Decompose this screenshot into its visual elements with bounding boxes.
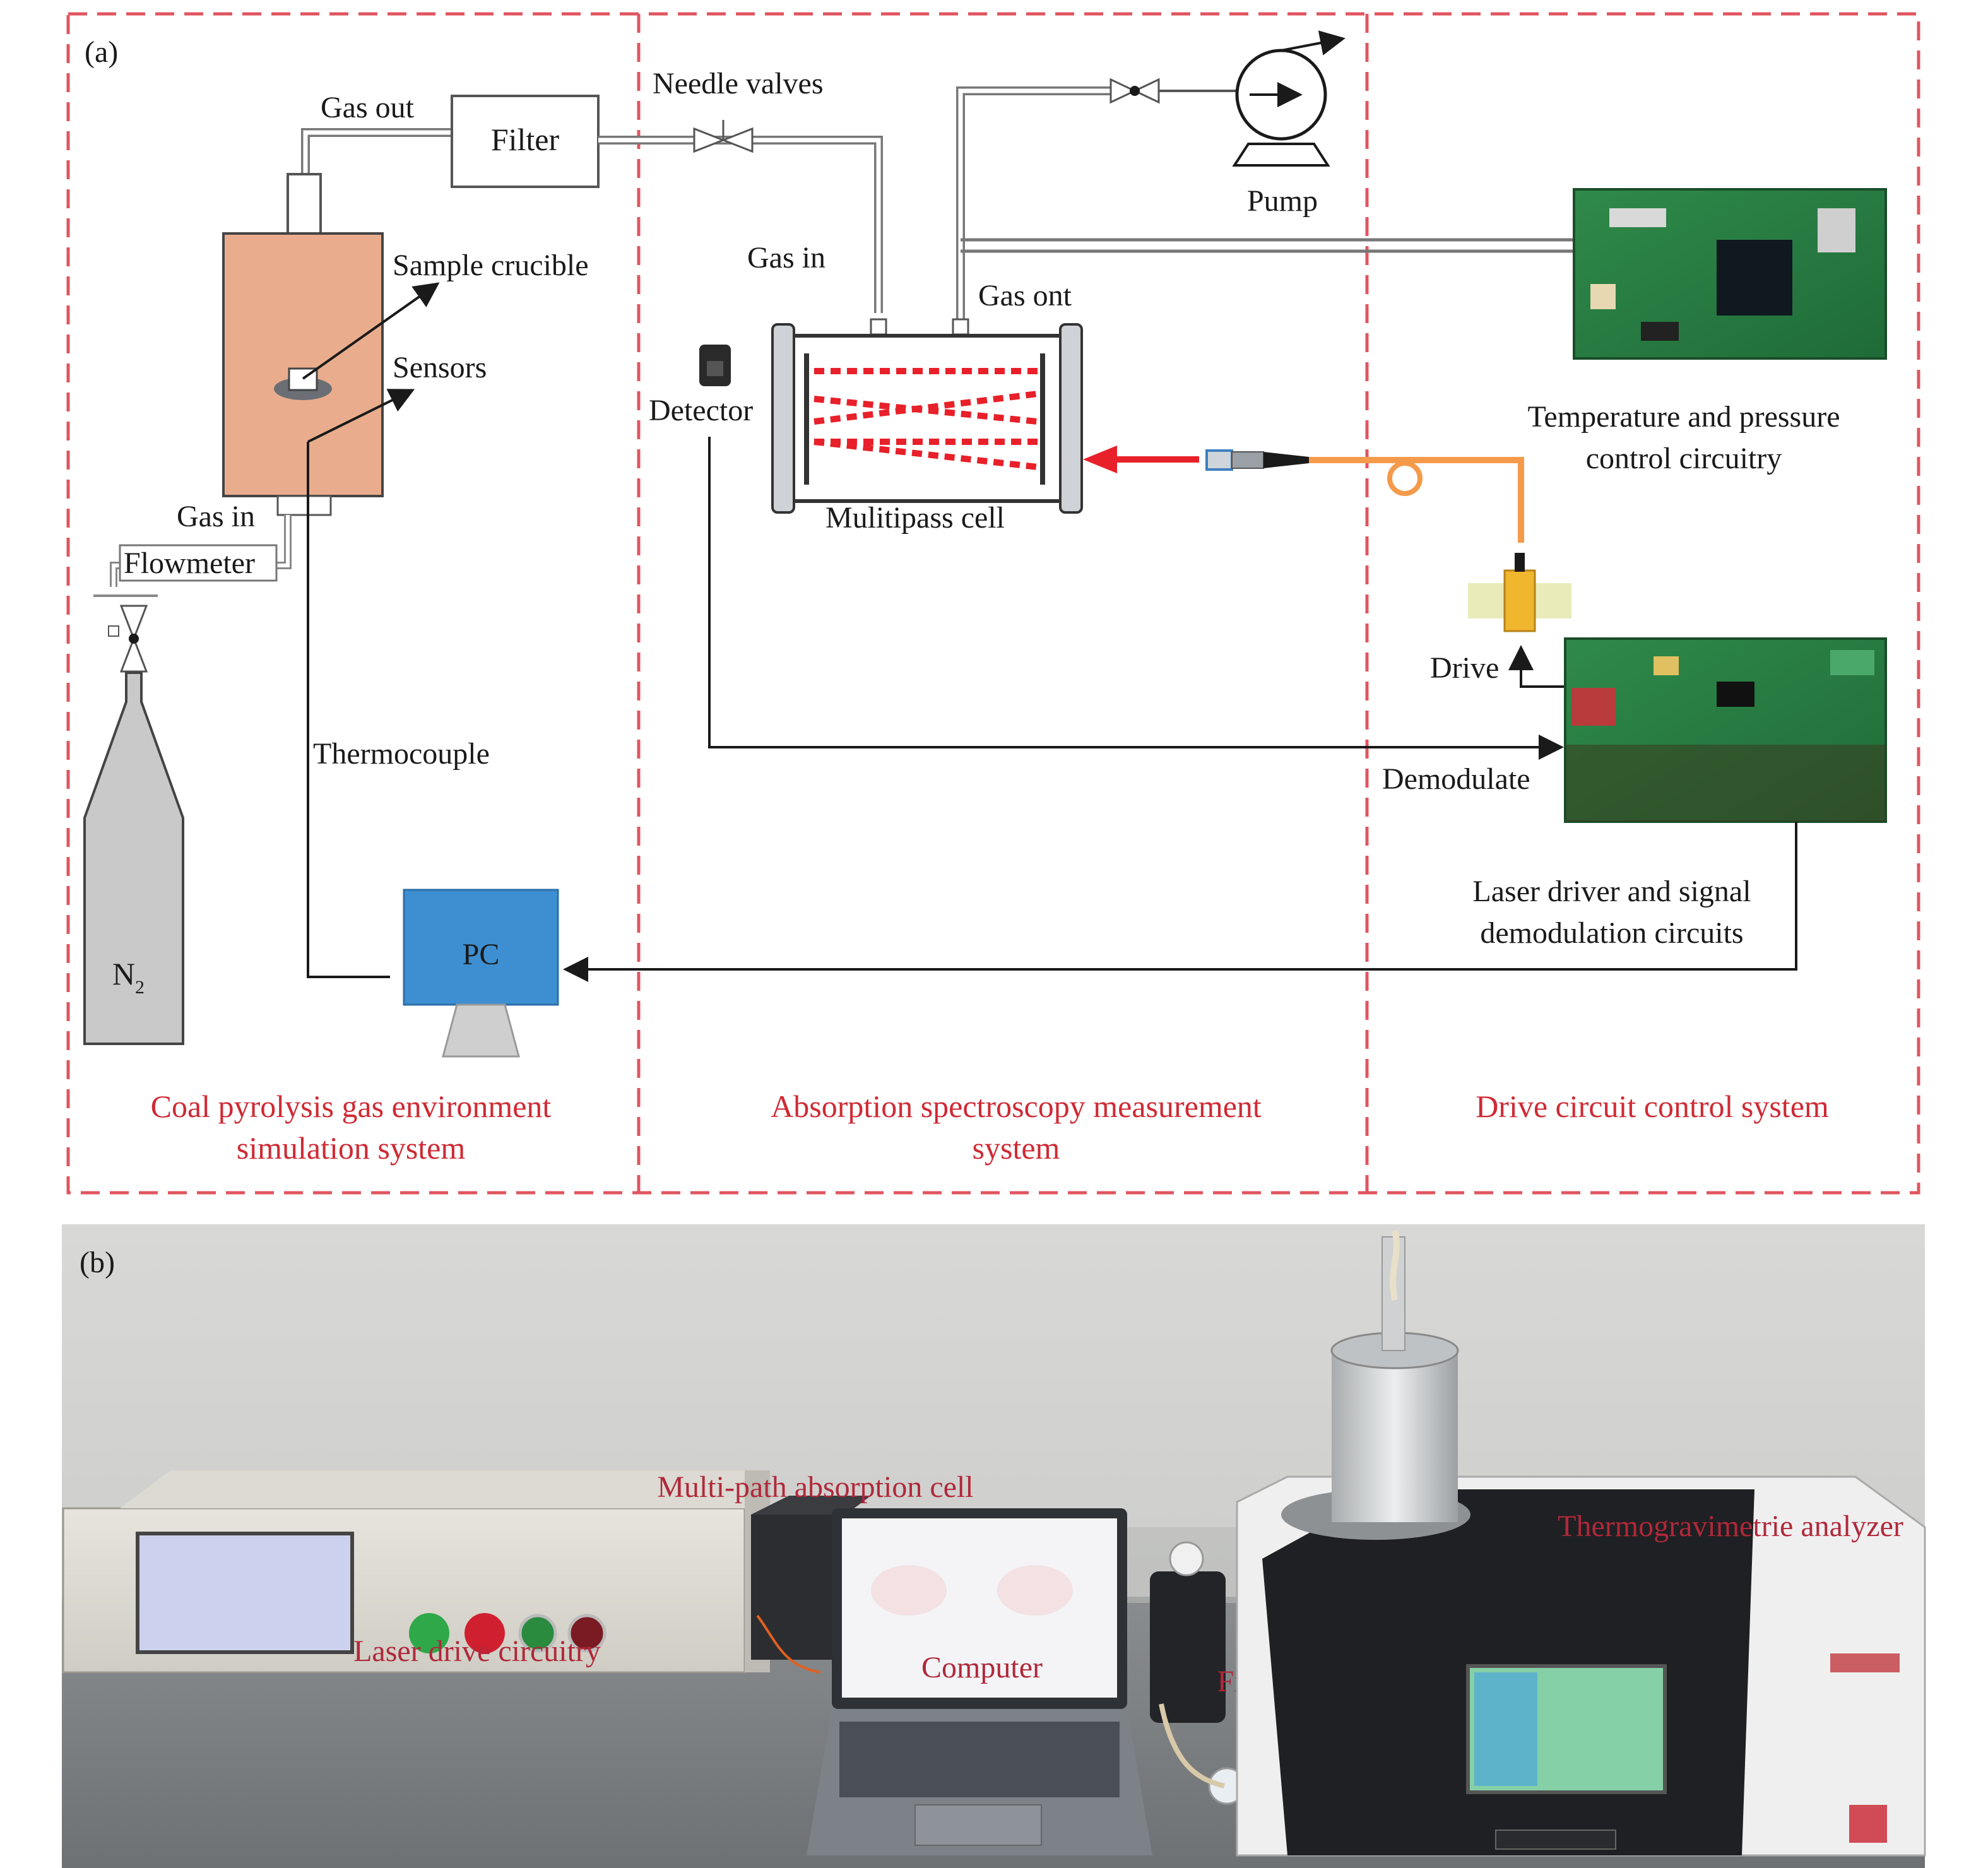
- laser-drive-screen: [136, 1532, 354, 1654]
- red-indicator-icon: [567, 1614, 606, 1653]
- needle-valve-icon: [693, 127, 726, 153]
- gas-in-left-label: Gas in: [177, 500, 255, 533]
- furnace-body: [222, 232, 384, 497]
- green-button-icon: [409, 1613, 449, 1653]
- thermocouple-wire: [307, 442, 390, 978]
- flowmeter-box: [119, 544, 278, 582]
- gas-out-label: Gas out: [321, 91, 415, 124]
- section-1-caption-line2: simulation system: [237, 1130, 466, 1166]
- optical-fiber: [1309, 457, 1524, 543]
- gas-out-pipe: [301, 128, 457, 177]
- pc-monitor: [403, 889, 559, 1006]
- n2-tank: [83, 671, 184, 1045]
- detector-signal-line: [708, 437, 1564, 760]
- panel-a-border: [66, 12, 1920, 1195]
- section-1-caption-line1: Coal pyrolysis gas environment: [151, 1089, 552, 1124]
- filter-label: Filter: [491, 122, 560, 157]
- computer-label: Computer: [921, 1651, 1043, 1684]
- laptop-touchpad: [914, 1804, 1042, 1846]
- analyzer-furnace-cylinder: [1332, 1348, 1458, 1522]
- multipass-cell-label: Mulitipass cell: [825, 501, 1005, 535]
- green-indicator-icon: [518, 1614, 557, 1653]
- needle-valves-label: Needle valves: [653, 67, 824, 100]
- panel-a: (a) Coal pyrolysis gas environment simul…: [66, 12, 1920, 1195]
- pc-stand: [442, 1003, 520, 1058]
- pump-valve-icon: [1109, 78, 1137, 104]
- cell-left-flange: [771, 323, 795, 514]
- panel-a-label: (a): [85, 35, 118, 69]
- n2-subscript: 2: [135, 977, 145, 998]
- control-line: [961, 238, 1578, 253]
- needle-valve-pipe: [598, 136, 883, 313]
- panel-b-label: (b): [80, 1246, 115, 1279]
- multi-path-cell-device: [751, 1515, 846, 1660]
- tank-valve-icon: [119, 605, 148, 642]
- temp-circuitry-line1: Temperature and pressure: [1527, 400, 1840, 434]
- qr-sticker-icon: [1849, 1805, 1887, 1843]
- pump-label: Pump: [1247, 184, 1318, 218]
- laser-drive-circuitry-label: Laser drive circuitry: [353, 1634, 601, 1668]
- temp-circuitry-line2: control circuitry: [1586, 442, 1782, 475]
- analyzer-logo-icon: [1830, 1653, 1900, 1672]
- gas-in-cell-label: Gas in: [747, 241, 825, 275]
- detector-label: Detector: [649, 394, 753, 427]
- drive-arrow: [1508, 645, 1568, 688]
- demodulate-label: Demodulate: [1382, 762, 1530, 796]
- thermogravimetric-analyzer-label: Thermogravimetrie analyzer: [1558, 1510, 1903, 1543]
- laser-circuit-line1: Laser driver and signal: [1472, 875, 1751, 908]
- sensors-label: Sensors: [393, 351, 487, 384]
- sensors-arrow: [307, 389, 415, 443]
- sample-crucible-arrow: [302, 282, 440, 380]
- multi-path-absorption-cell-label: Multi-path absorption cell: [657, 1470, 973, 1504]
- cell-right-flange: [1059, 323, 1083, 514]
- red-button-icon: [464, 1613, 505, 1653]
- laser-drive-box-top: [120, 1470, 757, 1508]
- section-2-caption-line2: system: [973, 1130, 1060, 1166]
- laser-circuit-line2: demodulation circuits: [1480, 916, 1743, 950]
- gas-in-fitting: [276, 495, 332, 516]
- filtration-device: [1150, 1571, 1226, 1723]
- pc-label: PC: [463, 938, 500, 971]
- n2-label: N: [112, 956, 135, 991]
- laser-diode-icon: [1503, 569, 1536, 632]
- panel-b: (b) Laser drive circuitry Multi-path abs…: [62, 1224, 1926, 1868]
- pc-signal-line: [563, 822, 1797, 982]
- laptop-keyboard: [839, 1722, 1120, 1797]
- gas-ont-label: Gas ont: [978, 279, 1072, 312]
- fiber-coil: [1387, 461, 1423, 496]
- drive-label: Drive: [1430, 651, 1499, 685]
- section-2-caption-line1: Absorption spectroscopy measurement: [771, 1089, 1262, 1124]
- thermocouple-label: Thermocouple: [313, 737, 490, 771]
- sample-crucible-label: Sample crucible: [393, 249, 589, 282]
- multipass-cell-body: [778, 334, 1076, 503]
- laser-beam-path: [814, 368, 1038, 470]
- collimator-icon: [1205, 449, 1233, 471]
- section-3-caption: Drive circuit control system: [1476, 1089, 1829, 1124]
- furnace-neck: [287, 173, 322, 236]
- flowmeter-label: Flowmeter: [124, 547, 255, 580]
